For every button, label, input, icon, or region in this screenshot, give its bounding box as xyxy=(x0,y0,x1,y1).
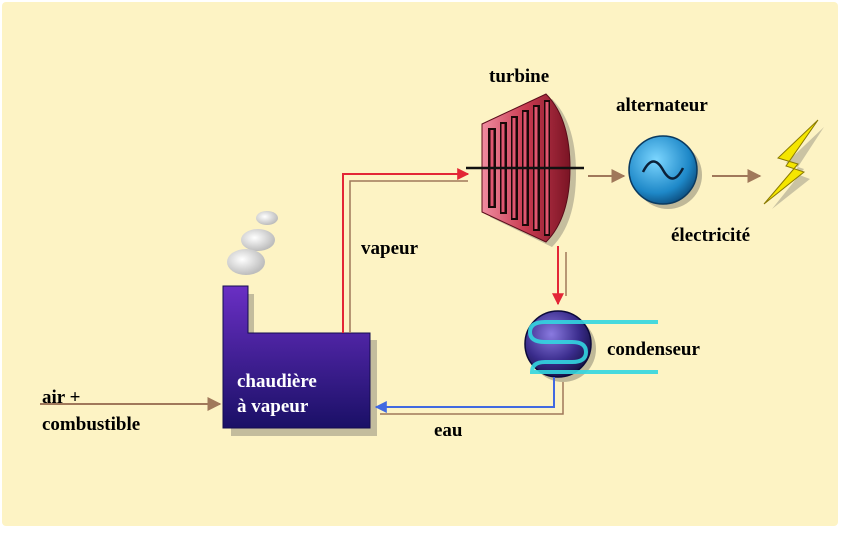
condenser-label: condenseur xyxy=(607,339,700,360)
steam-pipe-shadow xyxy=(349,180,468,333)
lightning-bolt-icon xyxy=(763,119,824,209)
turbine-label: turbine xyxy=(489,66,550,87)
smoke-icon xyxy=(227,211,278,275)
fuel-input-label-line1: air + xyxy=(42,387,81,408)
water-label: eau xyxy=(434,420,463,441)
boiler-label-line1: chaudière xyxy=(237,371,317,392)
steam-pipe xyxy=(342,168,470,333)
steam-label: vapeur xyxy=(361,238,418,259)
turbine-icon xyxy=(466,93,584,247)
diagram-background xyxy=(2,2,838,526)
factory-boiler-icon xyxy=(222,285,377,436)
alternator-sine-icon xyxy=(628,135,702,209)
boiler-label-line2: à vapeur xyxy=(237,396,309,417)
water-pipe-shadow xyxy=(380,382,564,415)
water-return-pipe xyxy=(374,377,555,413)
alternator-label: alternateur xyxy=(616,95,708,116)
fuel-input-label-line2: combustible xyxy=(42,414,141,435)
condenser-coil-icon xyxy=(524,310,658,382)
electricity-label: électricité xyxy=(671,225,751,246)
